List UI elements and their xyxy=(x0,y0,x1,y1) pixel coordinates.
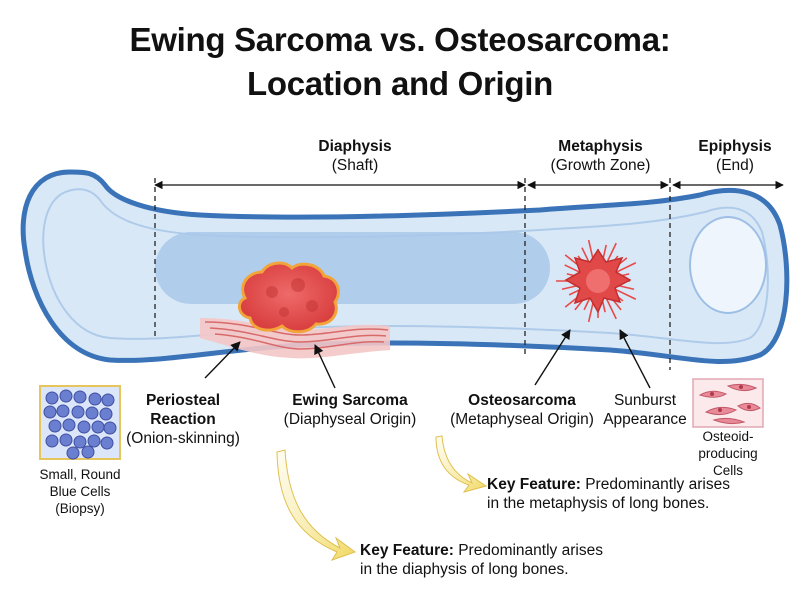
blue-cell xyxy=(100,436,114,450)
sunburst-ray xyxy=(583,296,591,311)
periosteal-line1: Periosteal xyxy=(145,392,221,409)
blue-cell xyxy=(45,434,59,448)
osteoid-cells-caption: Osteoid- producing Cells xyxy=(682,428,774,479)
blue-cell xyxy=(88,392,102,406)
osteoid-producing-cells-image xyxy=(692,378,764,428)
blue-cell xyxy=(56,404,70,418)
page-title-line-1: Ewing Sarcoma vs. Osteosarcoma: xyxy=(129,21,671,58)
blue-cell xyxy=(91,420,105,434)
blue-cell xyxy=(77,420,91,434)
cells-line2: Blue Cells xyxy=(49,484,111,499)
osteosarcoma-tumor xyxy=(556,239,637,323)
blue-cell xyxy=(45,391,59,405)
ewing-key-feature-text2: in the diaphysis of long bones. xyxy=(360,561,569,578)
osteoid-line3: Cells xyxy=(712,463,743,478)
blue-cell xyxy=(101,393,115,407)
small-round-blue-cells-image xyxy=(39,385,121,460)
epiphysis-region xyxy=(689,216,767,314)
osteo-name: Osteosarcoma xyxy=(468,392,576,409)
blue-cell xyxy=(103,421,117,435)
periosteal-line2: Reaction xyxy=(150,411,216,428)
osteo-key-feature-text2: in the metaphysis of long bones. xyxy=(487,495,710,512)
marrow-cavity xyxy=(155,232,550,304)
pointer-arrows xyxy=(204,329,651,389)
diaphysis-sub: (Shaft) xyxy=(331,157,379,174)
ewing-key-feature-label: Key Feature: xyxy=(360,542,454,559)
ewing-name: Ewing Sarcoma xyxy=(292,392,408,409)
osteo-key-feature: Key Feature: Predominantly arises in the… xyxy=(487,475,730,513)
small-round-cells-caption: Small, Round Blue Cells (Biopsy) xyxy=(20,466,140,517)
blue-cell xyxy=(43,405,57,419)
blue-cell xyxy=(71,405,85,419)
page-title-line-2: Location and Origin xyxy=(247,65,553,102)
cells-line3: (Biopsy) xyxy=(55,501,105,516)
epiphysis-name: Epiphysis xyxy=(698,138,772,155)
yellow-callout-arrows xyxy=(276,435,488,561)
osteo-key-feature-text1: Predominantly arises xyxy=(580,476,730,493)
sunburst-line2: Appearance xyxy=(603,411,687,428)
sunburst-ray xyxy=(605,296,617,320)
sunburst-label: Sunburst Appearance xyxy=(600,391,690,429)
metaphysis-label: Metaphysis (Growth Zone) xyxy=(528,137,673,175)
sunburst-ray xyxy=(613,288,637,300)
metaphysis-name: Metaphysis xyxy=(558,138,643,155)
osteo-sub: (Metaphyseal Origin) xyxy=(450,411,594,428)
periosteal-line3: (Onion-skinning) xyxy=(126,430,240,447)
blue-cell xyxy=(66,446,80,460)
blue-cell xyxy=(48,419,62,433)
blue-cell xyxy=(81,445,95,459)
osteosarcoma-label: Osteosarcoma (Metaphyseal Origin) xyxy=(442,391,602,429)
periosteal-reaction xyxy=(200,318,390,359)
periosteal-reaction-label: Periosteal Reaction (Onion-skinning) xyxy=(118,391,248,448)
diaphysis-name: Diaphysis xyxy=(318,138,392,155)
osteo-key-feature-label: Key Feature: xyxy=(487,476,581,493)
ewing-tumor xyxy=(237,261,340,334)
diaphysis-label: Diaphysis (Shaft) xyxy=(255,137,455,175)
epiphysis-label: Epiphysis (End) xyxy=(680,137,790,175)
osteoid-line1: Osteoid- xyxy=(702,429,754,444)
blue-cell xyxy=(99,407,113,421)
ewing-key-feature: Key Feature: Predominantly arises in the… xyxy=(360,541,603,579)
blue-cell xyxy=(87,434,101,448)
osteoid-line2: producing xyxy=(698,446,758,461)
ewing-key-feature-text1: Predominantly arises xyxy=(453,542,603,559)
blue-cell xyxy=(59,433,73,447)
blue-cell xyxy=(73,435,87,449)
sunburst-ray xyxy=(613,262,637,274)
blue-cell xyxy=(59,389,73,403)
blue-cell xyxy=(85,406,99,420)
cells-line1: Small, Round xyxy=(39,467,121,482)
blue-cell xyxy=(62,418,76,432)
region-boundaries xyxy=(154,178,671,370)
epiphysis-sub: (End) xyxy=(716,157,754,174)
sunburst-line1: Sunburst xyxy=(613,392,677,409)
blue-cell xyxy=(73,390,87,404)
ewing-sub: (Diaphyseal Origin) xyxy=(283,411,417,428)
metaphysis-sub: (Growth Zone) xyxy=(550,157,651,174)
ewing-sarcoma-label: Ewing Sarcoma (Diaphyseal Origin) xyxy=(270,391,430,429)
